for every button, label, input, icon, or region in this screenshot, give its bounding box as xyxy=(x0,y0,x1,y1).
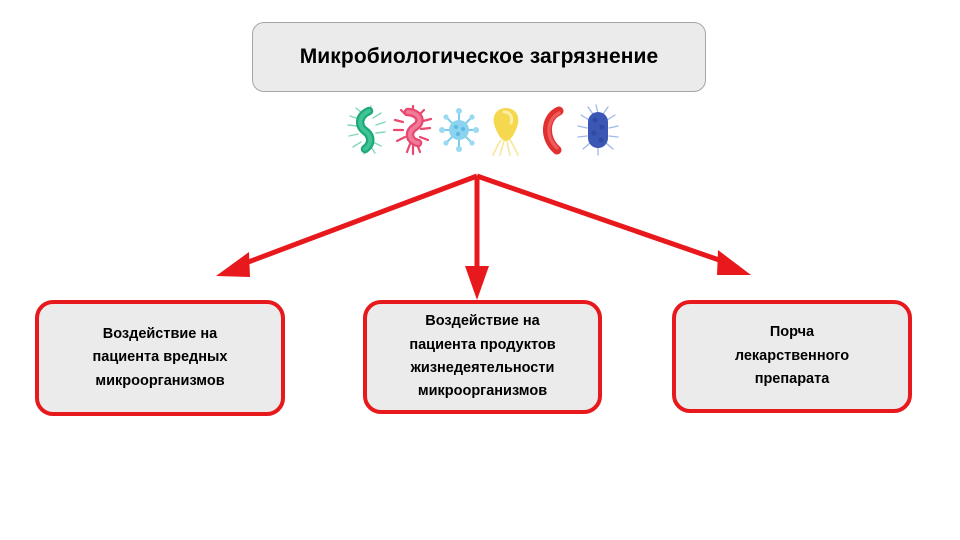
outcome-node-metabolic-products[interactable]: Воздействие на пациента продуктов жизнед… xyxy=(363,300,602,414)
outcome-middle-line-2: пациента продуктов xyxy=(409,336,556,353)
arrow-to-left-outcome xyxy=(216,173,478,277)
arrow-to-right-outcome xyxy=(476,173,751,275)
outcome-middle-label: Воздействие на пациента продуктов жизнед… xyxy=(401,310,563,404)
outcome-middle-line-3: жизнедеятельности xyxy=(410,360,555,376)
outcome-right-line-1: Порча xyxy=(769,324,815,341)
spiky-bacterium-icon xyxy=(393,104,433,156)
arrow-to-middle-outcome xyxy=(465,176,489,300)
flagellate-protozoa-icon xyxy=(491,108,519,156)
virus-icon xyxy=(439,108,480,152)
outcome-left-line-2: пациента вредных xyxy=(92,349,228,366)
spirillum-bacterium-icon xyxy=(347,105,386,155)
outcome-left-label: Воздействие на пациента вредных микроорг… xyxy=(85,323,236,393)
outcome-node-drug-spoilage[interactable]: Порча лекарственного препарата xyxy=(672,300,912,413)
outcome-left-line-3: микроорганизмов xyxy=(95,372,225,389)
root-node-label: Микробиологическое загрязнение xyxy=(299,45,659,68)
root-node-microbiological-contamination[interactable]: Микробиологическое загрязнение xyxy=(252,22,706,92)
outcome-right-line-3: препарата xyxy=(754,371,830,388)
microbe-icon-strip xyxy=(345,102,620,158)
outcome-node-harmful-microorganisms[interactable]: Воздействие на пациента вредных микроорг… xyxy=(35,300,285,416)
outcome-right-line-2: лекарственного xyxy=(734,347,850,364)
vibrio-bacterium-icon xyxy=(542,106,564,155)
outcome-middle-line-1: Воздействие на xyxy=(425,313,540,330)
outcome-right-label: Порча лекарственного препарата xyxy=(727,321,857,391)
bacillus-bacterium-icon xyxy=(577,104,619,156)
outcome-middle-line-4: микроорганизмов xyxy=(417,383,548,400)
outcome-left-line-1: Воздействие на xyxy=(102,325,218,342)
